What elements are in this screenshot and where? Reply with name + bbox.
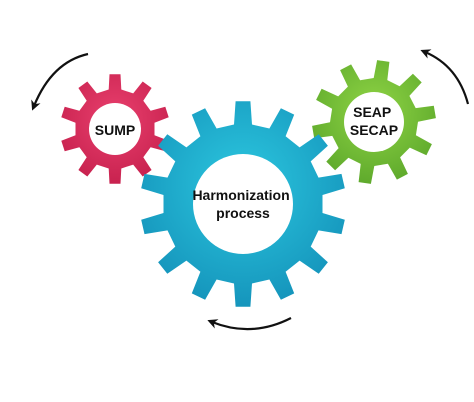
seap-secap-gear-hub xyxy=(344,92,404,152)
bottom-rotation-arrow xyxy=(207,317,292,331)
sump-gear: SUMP xyxy=(61,74,169,184)
secap-label-line: SECAP xyxy=(350,122,398,138)
top-left-rotation-arrow xyxy=(31,52,89,111)
harmonization-gear-hub xyxy=(193,154,293,254)
seap-secap-gear: SEAP SECAP xyxy=(312,60,436,184)
harmonization-label-line: Harmonization xyxy=(192,187,289,203)
seap-label-line: SEAP xyxy=(353,104,391,120)
process-label-line: process xyxy=(216,205,270,221)
harmonization-gear-label: Harmonization process xyxy=(192,187,293,221)
sump-gear-label: SUMP xyxy=(95,122,135,138)
harmonization-gear: Harmonization process xyxy=(141,101,345,307)
sump-gear-hub xyxy=(89,103,141,155)
seap-secap-gear-label: SEAP SECAP xyxy=(350,104,398,138)
top-right-rotation-arrow xyxy=(420,49,470,105)
